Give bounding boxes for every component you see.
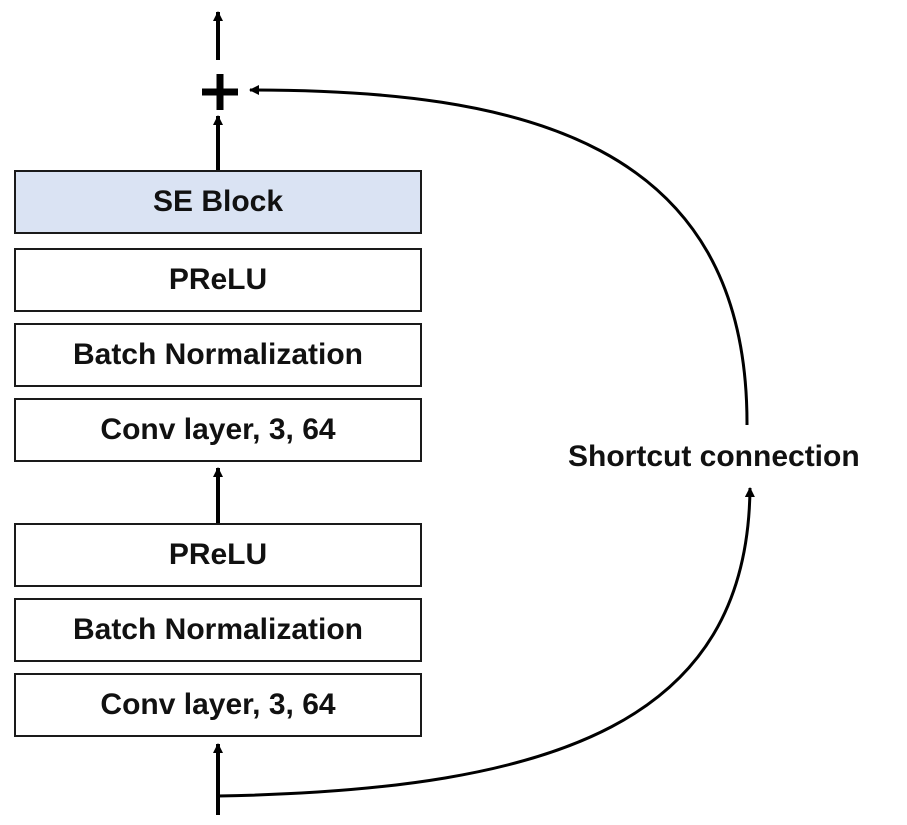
se-block-label: SE Block (152, 185, 284, 218)
conv-upper-label: Conv layer, 3, 64 (100, 413, 336, 446)
conv-block-lower: Conv layer, 3, 64 (14, 673, 422, 737)
prelu-upper-label: PReLU (168, 263, 268, 296)
conv-lower-label: Conv layer, 3, 64 (100, 688, 336, 721)
conv-block-upper: Conv layer, 3, 64 (14, 398, 422, 462)
batch-norm-lower-label: Batch Normalization (72, 613, 364, 646)
prelu-block-upper: PReLU (14, 248, 422, 312)
shortcut-upper-arc (249, 85, 749, 426)
prelu-block-lower: PReLU (14, 523, 422, 587)
prelu-lower-label: PReLU (168, 538, 268, 571)
batch-norm-upper-label: Batch Normalization (72, 338, 364, 371)
batch-norm-block-lower: Batch Normalization (14, 598, 422, 662)
batch-norm-block-upper: Batch Normalization (14, 323, 422, 387)
shortcut-connection-label: Shortcut connection (568, 440, 860, 473)
sum-node (202, 74, 238, 110)
shortcut-lower-arc (217, 487, 755, 798)
se-block: SE Block (14, 170, 422, 234)
